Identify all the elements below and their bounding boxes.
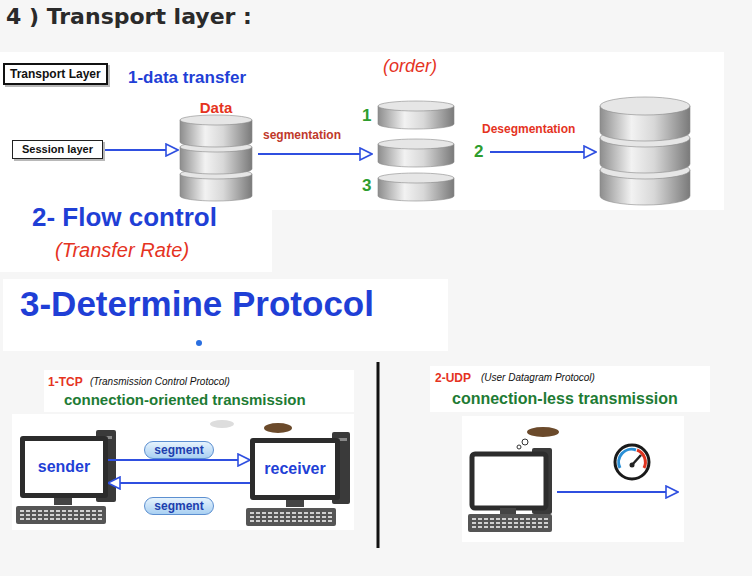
panel	[44, 370, 354, 412]
segment-disk	[378, 173, 454, 183]
panel	[12, 414, 354, 530]
step-heading: 1-data transfer	[128, 68, 246, 88]
note: (order)	[383, 56, 437, 78]
computer-icon	[472, 522, 548, 524]
callout-number: 1	[362, 106, 371, 126]
flow-arrow	[557, 491, 678, 493]
layer-box: Session layer	[12, 140, 103, 159]
thought-bubble	[527, 427, 559, 437]
database: Data	[178, 99, 254, 202]
panel	[0, 52, 724, 210]
computer-icon	[472, 454, 546, 508]
layer-name: Session layer	[22, 143, 93, 156]
computer-icon	[500, 508, 516, 514]
panel	[0, 52, 724, 542]
computer-label: sender	[38, 457, 90, 476]
computer-icon	[20, 510, 102, 512]
computer-icon	[250, 520, 332, 522]
database-icon	[180, 115, 252, 125]
panel	[430, 366, 710, 412]
connector-arrow	[103, 149, 178, 151]
computer-icon	[54, 497, 72, 505]
computer-icon	[250, 512, 332, 514]
flow-arrow	[258, 153, 372, 155]
connector-arrow	[108, 459, 250, 461]
step-heading: 2- Flow control	[32, 202, 217, 233]
arrow-label: segmentation	[263, 128, 341, 142]
panel	[0, 198, 272, 272]
page-title: 4 ) Transport layer :	[6, 4, 252, 30]
computer-label: receiver	[264, 459, 325, 478]
segment-pill: segment	[144, 497, 213, 515]
panel	[462, 416, 684, 542]
protocol-type: connection-oriented transmission	[64, 391, 306, 409]
protocol-full-name: (User Datagram Protocol)	[481, 372, 595, 384]
protocol-name: 1-TCP	[48, 375, 83, 389]
arrow-label: Desegmentation	[482, 122, 575, 136]
segment-disk	[378, 101, 454, 201]
speedometer-icon	[615, 445, 649, 479]
segment-disk	[378, 139, 454, 149]
protocol-type: connection-less transmission	[452, 389, 678, 408]
computer-icon	[286, 499, 304, 507]
divider-line	[378, 362, 379, 548]
protocol-full-name: (Transmission Control Protocol)	[90, 376, 230, 388]
panel	[3, 279, 448, 351]
dot	[196, 340, 202, 346]
dot	[196, 340, 202, 346]
thought-bubble	[264, 423, 292, 433]
computer-icon	[472, 518, 548, 520]
divider-line	[377, 362, 380, 548]
speedometer-icon	[619, 449, 636, 468]
computer-icon	[20, 518, 102, 520]
callout-number: 2	[474, 142, 483, 162]
database-icon	[180, 115, 252, 201]
step-heading: 3-Determine Protocol	[20, 283, 374, 325]
connector-arrow	[108, 482, 250, 484]
note: (Transfer Rate)	[55, 238, 189, 262]
computer-icon	[16, 506, 106, 524]
segment-pill: segment	[144, 441, 213, 459]
data-label: Data	[178, 99, 254, 117]
computer-screen: sender	[20, 436, 108, 498]
computer-icon	[468, 514, 552, 532]
computer-icon	[472, 526, 548, 528]
flow-arrow	[490, 151, 596, 153]
thought-bubble	[522, 439, 528, 445]
layer-name: Transport Layer	[10, 67, 101, 81]
computer-icon	[250, 516, 332, 518]
callout-number: 3	[362, 176, 371, 196]
thought-bubble	[517, 445, 521, 449]
layer-box: Transport Layer	[3, 63, 108, 85]
protocol-name: 2-UDP	[435, 371, 471, 385]
database-icon	[600, 97, 690, 205]
segment-disk	[378, 101, 454, 111]
computer-screen: receiver	[250, 438, 340, 500]
computer-icon	[16, 430, 552, 532]
computer-icon	[246, 508, 336, 526]
speedometer-icon	[615, 445, 649, 479]
speedometer-icon	[630, 463, 635, 468]
database-icon	[600, 97, 690, 115]
thought-bubble	[210, 420, 234, 428]
computer-icon	[20, 514, 102, 516]
